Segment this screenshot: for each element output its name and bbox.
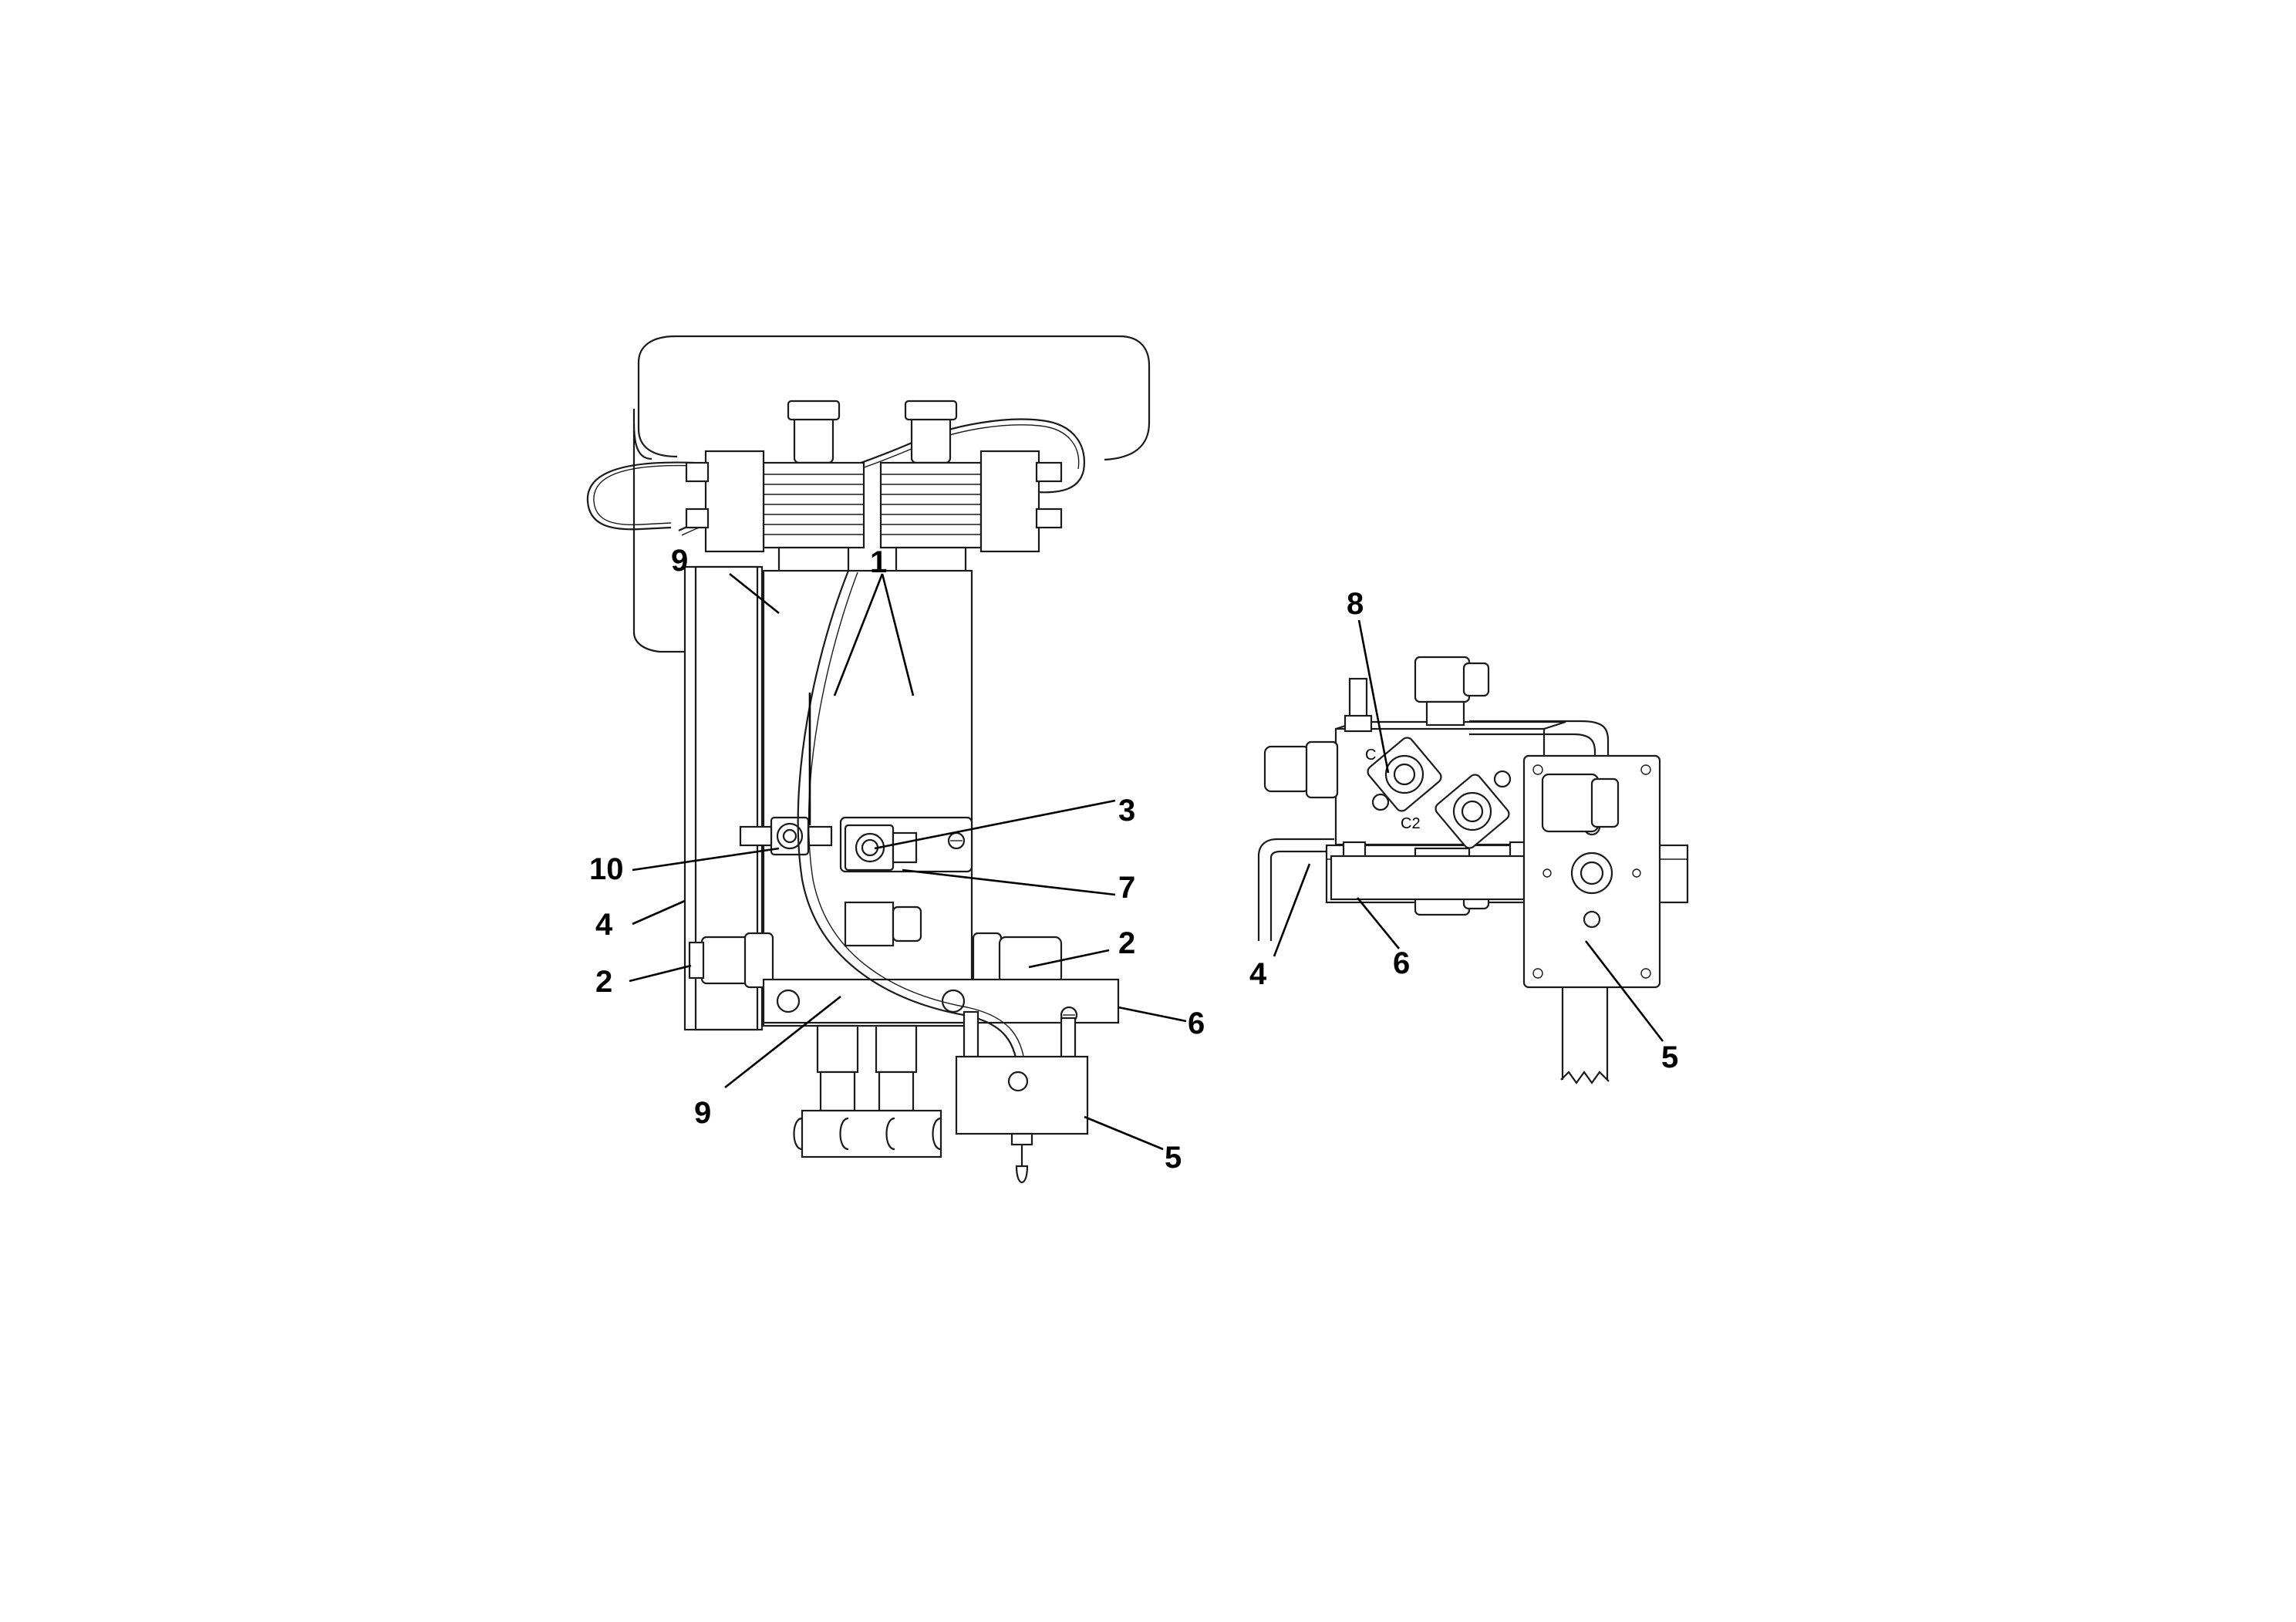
callout-8: 8 [1347, 587, 1364, 621]
left-connector [685, 450, 765, 553]
callout-9-bottom: 9 [694, 1096, 711, 1130]
callout-1: 1 [870, 545, 887, 579]
left-view [632, 408, 690, 653]
leader-lines [629, 572, 1664, 1151]
callouts-left-view: 9 1 3 10 7 4 2 2 6 9 5 [589, 544, 1205, 1175]
callout-5: 5 [1165, 1141, 1182, 1175]
callout-7: 7 [1118, 871, 1135, 905]
callouts-right-view: 8 4 6 5 [1249, 587, 1678, 1074]
callout-10: 10 [589, 852, 624, 886]
lower-fittings [793, 1024, 942, 1158]
right-lower-plate [1330, 855, 1526, 901]
right-manifold [1334, 727, 1546, 846]
switch-box [955, 1055, 1089, 1135]
hose-run [797, 570, 1020, 1081]
callout-5-right: 5 [1661, 1040, 1678, 1074]
valve-manifold-block [762, 569, 973, 1027]
fitting-2-left [688, 932, 774, 989]
callout-2-right: 2 [1118, 926, 1135, 960]
callout-2-left: 2 [595, 965, 612, 999]
callout-3: 3 [1118, 794, 1135, 828]
callout-6-right: 6 [1393, 946, 1410, 980]
callout-4-right: 4 [1249, 957, 1267, 991]
cartridge-valve-c [1367, 737, 1442, 812]
solenoid-coil-left [762, 400, 865, 588]
port-marking-c2: C2 [1401, 815, 1421, 832]
left-view-drawing [586, 335, 1151, 1183]
callout-4: 4 [595, 908, 613, 942]
right-connector [979, 450, 1063, 553]
wire-harness-loop [632, 408, 690, 653]
port-plug [844, 901, 922, 947]
harness-big-loop-visible [637, 335, 1151, 461]
harness-lower-wire [586, 461, 695, 531]
cartridge-valve-c2 [1435, 770, 1512, 849]
right-view: C C2 [1257, 656, 1689, 1084]
callout-6: 6 [1188, 1007, 1205, 1040]
port-marking-c: C [1365, 747, 1376, 764]
valve-3 [844, 824, 966, 872]
callout-9-top: 9 [671, 544, 688, 578]
solenoid-coil-right [879, 400, 983, 588]
bent-rod [1257, 838, 1334, 941]
